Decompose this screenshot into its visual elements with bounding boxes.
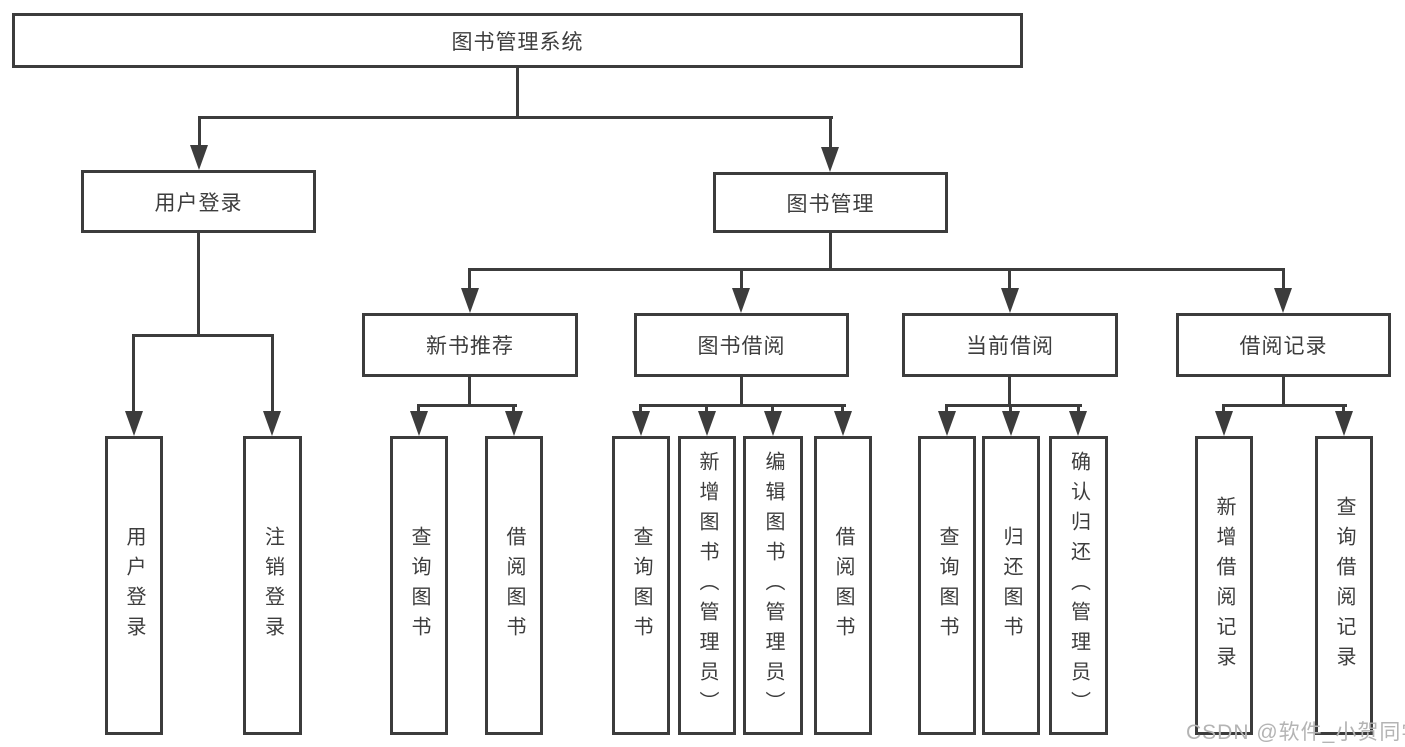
connector-line bbox=[945, 404, 948, 414]
connector-line bbox=[1282, 377, 1285, 407]
connector-line bbox=[198, 116, 833, 119]
leaf-return-books: 归还图书 bbox=[982, 436, 1040, 735]
arrow-down-icon bbox=[461, 288, 479, 313]
connector-line bbox=[271, 334, 274, 412]
node-label: 编辑图书（管理员） bbox=[762, 450, 784, 721]
connector-line bbox=[198, 116, 201, 147]
arrow-down-icon bbox=[1001, 288, 1019, 313]
leaf-user-login: 用户登录 bbox=[105, 436, 163, 735]
node-current-borrow: 当前借阅 bbox=[902, 313, 1118, 377]
connector-line bbox=[740, 268, 743, 289]
leaf-query-books-2: 查询图书 bbox=[612, 436, 670, 735]
leaf-borrow-books-1: 借阅图书 bbox=[485, 436, 543, 735]
node-label: 归还图书 bbox=[1000, 525, 1022, 646]
leaf-borrow-books-2: 借阅图书 bbox=[814, 436, 872, 735]
connector-line bbox=[417, 404, 517, 407]
arrow-down-icon bbox=[938, 411, 956, 436]
connector-line bbox=[516, 68, 519, 118]
node-label: 确认归还（管理员） bbox=[1067, 450, 1090, 721]
arrow-down-icon bbox=[1002, 411, 1020, 436]
connector-line bbox=[740, 377, 743, 407]
node-new-book-recommend: 新书推荐 bbox=[362, 313, 578, 377]
connector-line bbox=[468, 377, 471, 407]
arrow-down-icon bbox=[505, 411, 523, 436]
node-label: 图书管理系统 bbox=[451, 30, 584, 54]
connector-line bbox=[841, 404, 844, 414]
arrow-down-icon bbox=[263, 411, 281, 436]
arrow-down-icon bbox=[1274, 288, 1292, 313]
arrow-down-icon bbox=[1069, 411, 1087, 436]
node-label: 用户登录 bbox=[123, 525, 145, 646]
arrow-down-icon bbox=[125, 411, 143, 436]
connector-line bbox=[639, 404, 846, 407]
node-label: 新书推荐 bbox=[426, 335, 514, 358]
connector-line bbox=[468, 268, 1285, 271]
connector-line bbox=[1008, 377, 1011, 407]
connector-line bbox=[1009, 404, 1012, 414]
arrow-down-icon bbox=[764, 411, 782, 436]
connector-line bbox=[945, 404, 1082, 407]
watermark: CSDN @软件_小贺同学 bbox=[1186, 721, 1405, 744]
node-label: 当前借阅 bbox=[966, 335, 1054, 358]
connector-line bbox=[468, 268, 471, 289]
connector-line bbox=[1008, 268, 1011, 289]
leaf-add-borrow-record: 新增借阅记录 bbox=[1195, 436, 1253, 735]
node-label: 图书管理 bbox=[786, 192, 875, 216]
node-label: 新增借阅记录 bbox=[1213, 495, 1235, 676]
leaf-add-book-admin: 新增图书（管理员） bbox=[678, 436, 736, 735]
node-library-system: 图书管理系统 bbox=[12, 13, 1023, 68]
node-label: 查询图书 bbox=[936, 525, 958, 646]
connector-line bbox=[1222, 404, 1347, 407]
arrow-down-icon bbox=[698, 411, 716, 436]
leaf-query-borrow-record: 查询借阅记录 bbox=[1315, 436, 1373, 735]
connector-line bbox=[771, 404, 774, 414]
connector-line bbox=[417, 404, 420, 414]
connector-line bbox=[1282, 268, 1285, 289]
node-label: 查询图书 bbox=[630, 525, 652, 646]
leaf-logout: 注销登录 bbox=[243, 436, 302, 735]
arrow-down-icon bbox=[1215, 411, 1233, 436]
connector-line bbox=[132, 334, 135, 412]
leaf-query-books-1: 查询图书 bbox=[390, 436, 448, 735]
leaf-confirm-return-admin: 确认归还（管理员） bbox=[1049, 436, 1108, 735]
connector-line bbox=[1342, 404, 1345, 414]
connector-line bbox=[1077, 404, 1080, 414]
node-label: 借阅记录 bbox=[1239, 335, 1328, 358]
node-label: 新增图书（管理员） bbox=[696, 450, 718, 721]
connector-line bbox=[132, 334, 274, 337]
node-book-borrow: 图书借阅 bbox=[634, 313, 849, 377]
arrow-down-icon bbox=[190, 145, 208, 170]
leaf-query-books-3: 查询图书 bbox=[918, 436, 976, 735]
arrow-down-icon bbox=[410, 411, 428, 436]
node-label: 借阅图书 bbox=[832, 525, 854, 646]
connector-line bbox=[1222, 404, 1225, 414]
arrow-down-icon bbox=[732, 288, 750, 313]
arrow-down-icon bbox=[632, 411, 650, 436]
connector-line bbox=[829, 116, 832, 149]
leaf-edit-book-admin: 编辑图书（管理员） bbox=[743, 436, 803, 735]
connector-line bbox=[512, 404, 515, 414]
node-user-login: 用户登录 bbox=[81, 170, 316, 233]
arrow-down-icon bbox=[821, 147, 839, 172]
node-label: 查询图书 bbox=[408, 525, 430, 646]
connector-line bbox=[829, 233, 832, 269]
connector-line bbox=[197, 233, 200, 336]
node-label: 借阅图书 bbox=[503, 525, 525, 646]
node-label: 注销登录 bbox=[261, 525, 284, 646]
node-borrow-records: 借阅记录 bbox=[1176, 313, 1391, 377]
arrow-down-icon bbox=[1335, 411, 1353, 436]
node-label: 图书借阅 bbox=[697, 335, 786, 358]
node-book-management: 图书管理 bbox=[713, 172, 948, 233]
arrow-down-icon bbox=[834, 411, 852, 436]
connector-line bbox=[705, 404, 708, 414]
connector-line bbox=[639, 404, 642, 414]
node-label: 查询借阅记录 bbox=[1333, 495, 1355, 676]
node-label: 用户登录 bbox=[154, 191, 243, 215]
